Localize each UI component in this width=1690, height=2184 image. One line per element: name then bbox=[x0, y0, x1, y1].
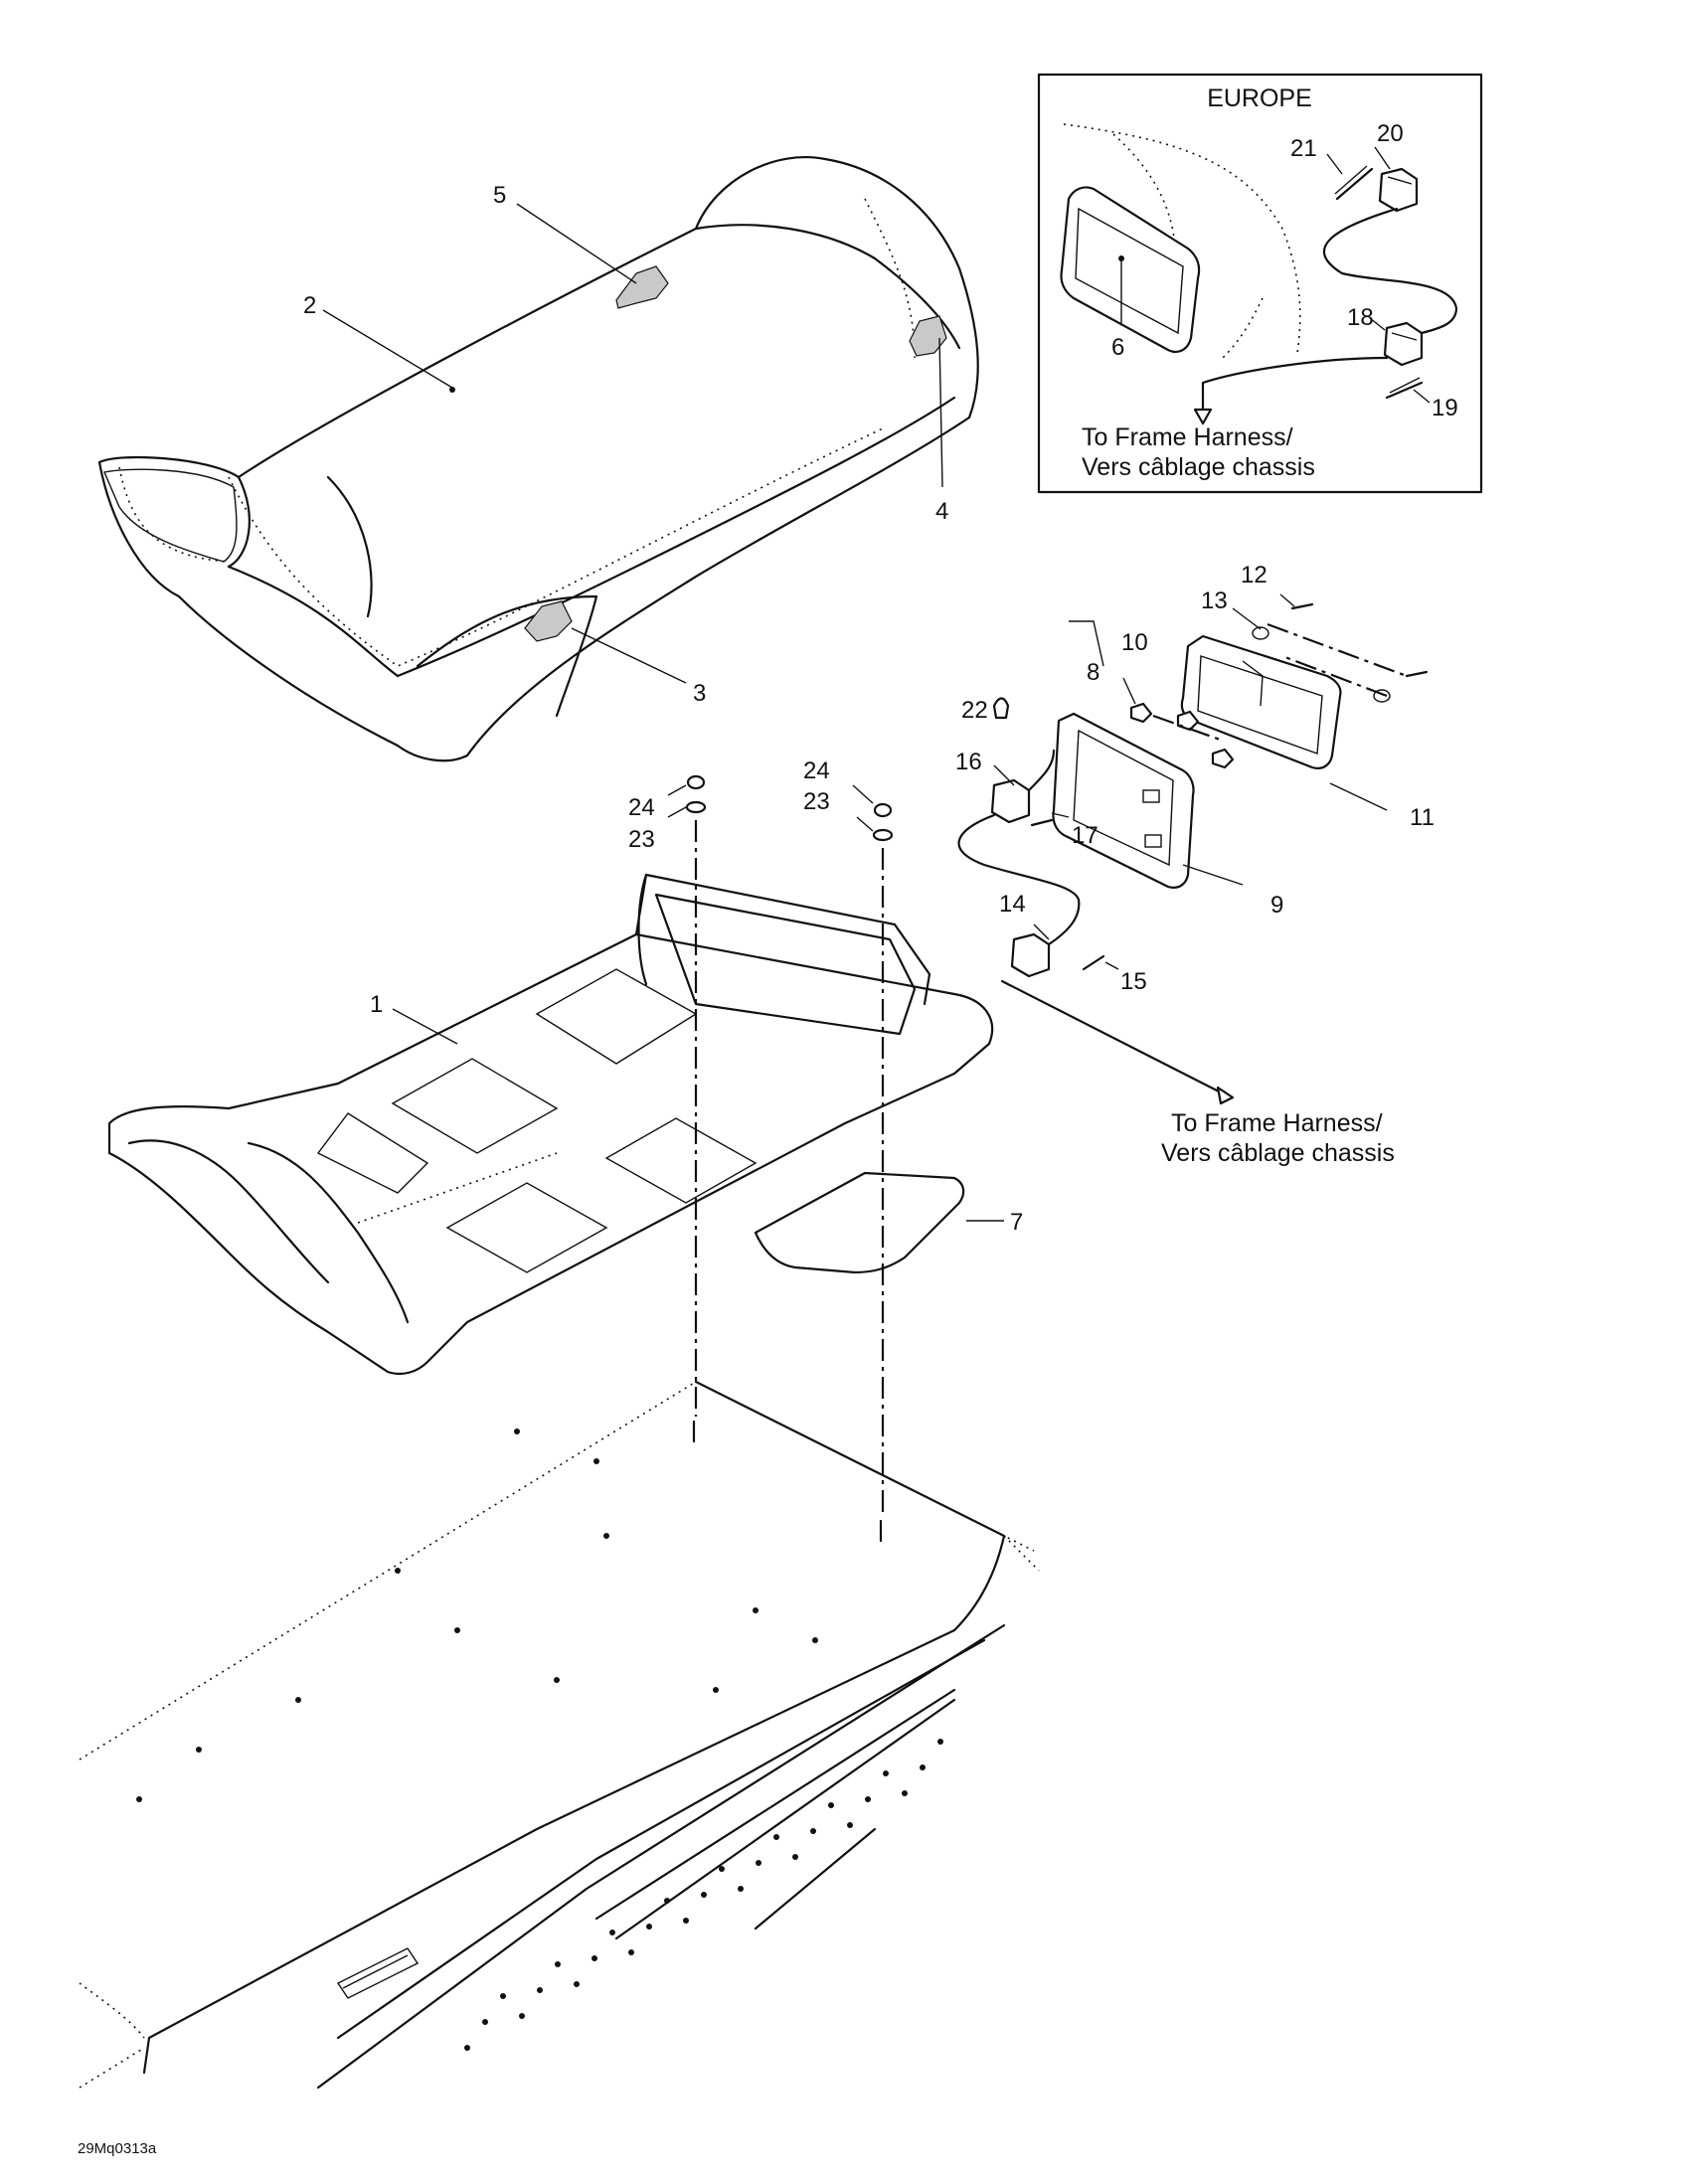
callout-19: 19 bbox=[1432, 395, 1458, 421]
inset-note-line1: To Frame Harness/ bbox=[1082, 423, 1293, 451]
rivet bbox=[196, 1747, 202, 1753]
rivet bbox=[519, 2013, 525, 2019]
seat-cushion bbox=[97, 156, 979, 762]
inset-note-line2: Vers câblage chassis bbox=[1082, 453, 1315, 481]
rivet bbox=[937, 1739, 943, 1745]
europe-inset bbox=[1037, 73, 1483, 494]
rivet bbox=[701, 1892, 707, 1898]
callout-10: 10 bbox=[1121, 629, 1148, 656]
callout-23-left: 23 bbox=[628, 826, 655, 853]
callout-11: 11 bbox=[1410, 804, 1435, 831]
rivet bbox=[395, 1568, 401, 1574]
rivet bbox=[514, 1428, 520, 1434]
callout-6: 6 bbox=[1111, 334, 1124, 361]
main-note-line1: To Frame Harness/ bbox=[1171, 1109, 1383, 1137]
callout-13: 13 bbox=[1201, 588, 1228, 614]
callout-12: 12 bbox=[1241, 562, 1268, 588]
main-note-line2: Vers câblage chassis bbox=[1161, 1139, 1395, 1167]
part-leaders bbox=[322, 203, 1004, 1222]
rivet bbox=[719, 1866, 725, 1872]
taillight-wiring bbox=[957, 697, 1235, 1105]
rivet bbox=[753, 1607, 759, 1613]
rivet bbox=[920, 1764, 926, 1770]
storage-tray-door bbox=[754, 1171, 965, 1274]
rivet bbox=[454, 1627, 460, 1633]
callout-5: 5 bbox=[493, 182, 506, 209]
callout-1: 1 bbox=[370, 991, 383, 1018]
callout-20: 20 bbox=[1377, 120, 1404, 147]
inset-title: EUROPE bbox=[1207, 84, 1312, 112]
vehicle-rear-body bbox=[79, 1380, 1040, 2090]
rivet bbox=[628, 1949, 634, 1955]
rivet bbox=[664, 1898, 670, 1904]
rivet bbox=[482, 2019, 488, 2025]
callout-24-right: 24 bbox=[803, 757, 830, 784]
callout-17: 17 bbox=[1072, 822, 1098, 849]
storage-tray bbox=[107, 873, 994, 1376]
rivet bbox=[847, 1822, 853, 1828]
callout-2: 2 bbox=[303, 292, 316, 319]
rivet bbox=[865, 1796, 871, 1802]
rivet bbox=[792, 1854, 798, 1860]
seat-patches bbox=[524, 265, 947, 642]
rivet bbox=[713, 1687, 719, 1693]
vehicle-body-rivets bbox=[136, 1428, 943, 2051]
rivet bbox=[683, 1918, 689, 1924]
rivet bbox=[756, 1860, 761, 1866]
callout-4: 4 bbox=[935, 498, 948, 525]
callout-16: 16 bbox=[955, 749, 982, 775]
rivet bbox=[592, 1955, 597, 1961]
callout-23-right: 23 bbox=[803, 788, 830, 815]
taillight-fasteners bbox=[1129, 602, 1429, 769]
rivet bbox=[828, 1802, 834, 1808]
rivet bbox=[646, 1924, 652, 1930]
rivet bbox=[136, 1796, 142, 1802]
rivet bbox=[738, 1886, 744, 1892]
rivet bbox=[537, 1987, 543, 1993]
rivet bbox=[603, 1533, 609, 1539]
rivet bbox=[555, 1961, 561, 1967]
rivet bbox=[883, 1770, 889, 1776]
part-callouts: 1 2 3 4 5 6 7 8 9 10 11 12 13 14 15 16 1… bbox=[303, 120, 1458, 1236]
rivet bbox=[574, 1981, 580, 1987]
callout-8: 8 bbox=[1087, 659, 1099, 686]
callout-7: 7 bbox=[1010, 1209, 1023, 1236]
fastener-stack-right bbox=[852, 784, 894, 1543]
callout-15: 15 bbox=[1120, 968, 1147, 995]
rivet bbox=[810, 1828, 816, 1834]
taillight-housing bbox=[1180, 634, 1342, 769]
callout-3: 3 bbox=[693, 680, 706, 707]
callout-9: 9 bbox=[1270, 892, 1283, 919]
rivet bbox=[609, 1930, 615, 1935]
taillight-leaders bbox=[993, 593, 1388, 970]
rivet bbox=[812, 1637, 818, 1643]
drawing-reference-code: 29Mq0313a bbox=[78, 2140, 157, 2157]
rivet bbox=[902, 1790, 908, 1796]
rivet bbox=[773, 1834, 779, 1840]
taillight-bracket bbox=[1052, 712, 1195, 889]
rivet bbox=[500, 1993, 506, 1999]
fastener-stack-left bbox=[667, 774, 707, 1443]
rivet bbox=[464, 2045, 470, 2051]
rivet bbox=[554, 1677, 560, 1683]
callout-22: 22 bbox=[961, 697, 988, 724]
callout-24-left: 24 bbox=[628, 794, 655, 821]
rivet bbox=[593, 1458, 599, 1464]
rivet bbox=[295, 1697, 301, 1703]
callout-18: 18 bbox=[1347, 304, 1374, 331]
callout-21: 21 bbox=[1290, 135, 1317, 162]
callout-14: 14 bbox=[999, 891, 1026, 918]
